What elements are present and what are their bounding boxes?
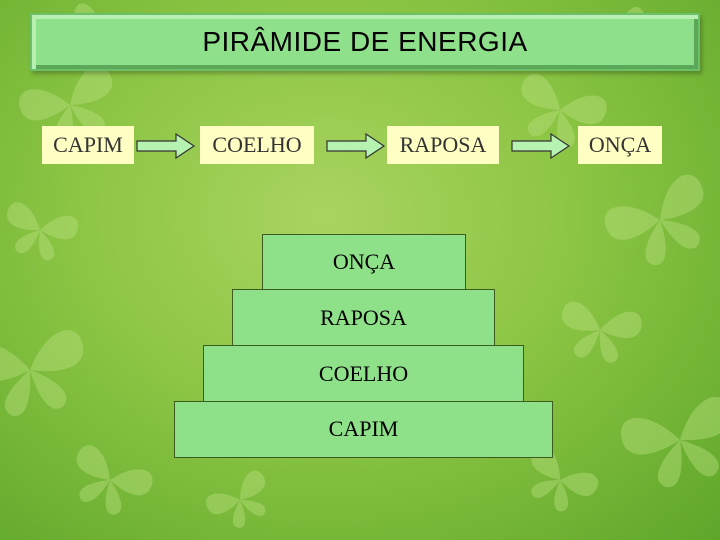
butterfly-icon — [0, 200, 80, 266]
arrow-right-icon — [136, 133, 196, 159]
pyramid-level-label: RAPOSA — [320, 305, 407, 331]
chain-item-onca: ONÇA — [578, 126, 662, 164]
butterfly-icon — [555, 300, 643, 367]
butterfly-icon — [600, 170, 720, 278]
butterfly-icon — [617, 394, 720, 496]
arrow-right-icon — [511, 133, 571, 159]
pyramid-level-raposa: RAPOSA — [232, 289, 495, 346]
title-box: PIRÂMIDE DE ENERGIA — [30, 13, 700, 71]
pyramid-level-label: COELHO — [319, 361, 408, 387]
pyramid-level-label: ONÇA — [333, 249, 395, 275]
pyramid-level-capim: CAPIM — [174, 401, 553, 458]
butterfly-icon — [61, 442, 157, 525]
slide-title: PIRÂMIDE DE ENERGIA — [32, 15, 698, 69]
butterfly-icon — [0, 328, 93, 422]
butterfly-icon — [203, 468, 280, 538]
pyramid-level-coelho: COELHO — [203, 345, 524, 402]
pyramid-level-onca: ONÇA — [262, 234, 466, 290]
chain-item-coelho: COELHO — [200, 126, 314, 164]
chain-item-capim: CAPIM — [42, 126, 134, 164]
arrow-right-icon — [326, 133, 386, 159]
chain-item-raposa: RAPOSA — [387, 126, 499, 164]
pyramid-level-label: CAPIM — [329, 416, 399, 442]
